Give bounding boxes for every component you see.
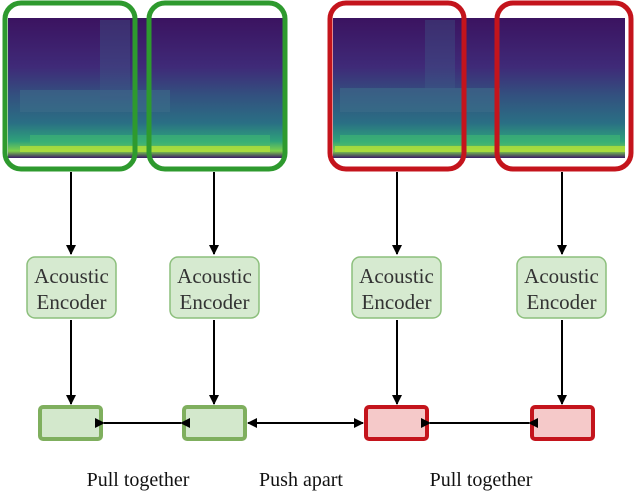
positive-embedding-1 <box>38 405 103 441</box>
encoder-label-line2: Encoder <box>37 290 107 314</box>
encoder-label-line1: Acoustic <box>177 264 252 288</box>
caption-push-apart: Push apart <box>259 469 343 491</box>
positive-frame-1 <box>2 0 138 172</box>
acoustic-encoder-4: Acoustic Encoder <box>516 256 607 319</box>
caption-pull-together-left: Pull together <box>87 469 190 491</box>
encoder-label-line1: Acoustic <box>359 264 434 288</box>
negative-embedding-2 <box>530 405 595 441</box>
acoustic-encoder-1: Acoustic Encoder <box>26 256 117 319</box>
negative-embedding-1 <box>364 405 429 441</box>
spectrogram-right <box>333 18 625 158</box>
acoustic-encoder-2: Acoustic Encoder <box>169 256 260 319</box>
acoustic-encoder-3: Acoustic Encoder <box>351 256 442 319</box>
encoder-label-line1: Acoustic <box>524 264 599 288</box>
caption-pull-together-right: Pull together <box>430 469 533 491</box>
encoder-label-line2: Encoder <box>362 290 432 314</box>
negative-frame-1 <box>327 0 467 172</box>
negative-frame-2 <box>494 0 634 172</box>
encoder-label-line1: Acoustic <box>34 264 109 288</box>
encoder-label-line2: Encoder <box>180 290 250 314</box>
positive-embedding-2 <box>182 405 247 441</box>
spectrogram-left <box>8 18 284 158</box>
positive-frame-2 <box>146 0 288 172</box>
encoder-label-line2: Encoder <box>527 290 597 314</box>
